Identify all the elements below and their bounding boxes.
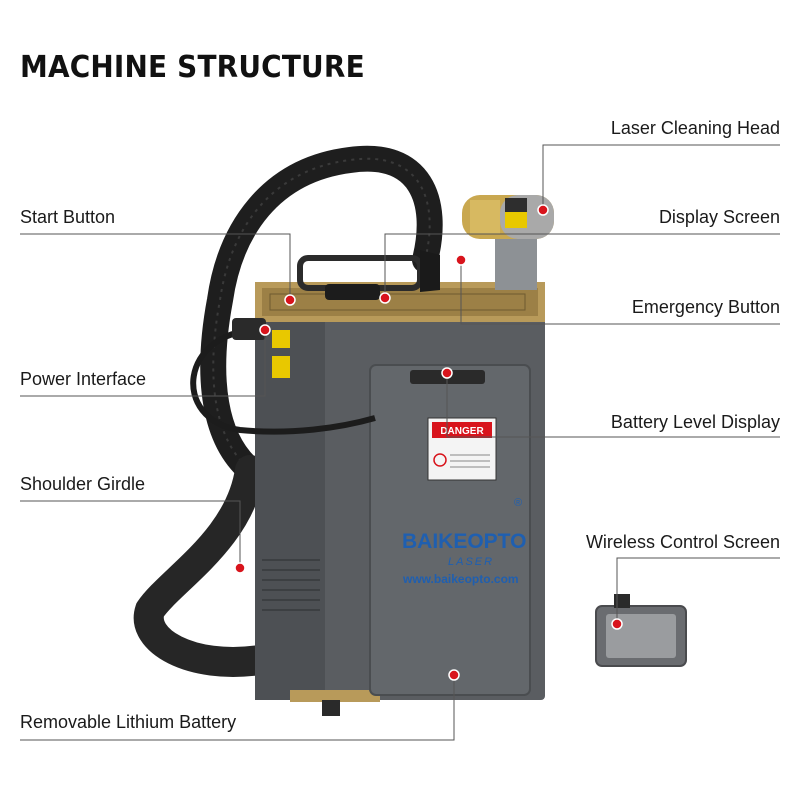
leader-display-screen: [384, 233, 780, 298]
power-cable: [190, 327, 376, 435]
dot-shoulder-girdle: [234, 562, 246, 574]
dot-emergency-button: [455, 254, 467, 266]
label-laser-cleaning-head: Laser Cleaning Head: [610, 118, 780, 138]
dot-laser-cleaning-head: [537, 204, 549, 216]
leader-emergency-button: [460, 260, 780, 325]
label-removable-lithium-battery: Removable Lithium Battery: [20, 712, 237, 732]
laser-cleaning-head: [420, 195, 554, 292]
dot-wireless-control: [611, 618, 623, 630]
leader-power-interface: [20, 330, 266, 397]
website-text: www.baikeopto.com: [402, 572, 519, 586]
callout-dots: [234, 204, 623, 681]
danger-sign-text: DANGER: [440, 426, 484, 437]
brand-sub-text: LASER: [448, 556, 494, 568]
brand-text: BAIKEOPTO: [402, 530, 526, 553]
wireless-controller: [595, 594, 687, 667]
label-battery-level-display: Battery Level Display: [610, 412, 780, 432]
dot-power-interface: [259, 324, 271, 336]
dot-display-screen: [379, 292, 391, 304]
dot-start-button: [284, 294, 296, 306]
page-title: MACHINE STRUCTURE: [20, 50, 365, 85]
leader-removable-battery: [20, 675, 455, 741]
leader-laser-cleaning-head: [542, 144, 780, 210]
label-wireless-control-screen: Wireless Control Screen: [585, 532, 780, 552]
label-power-interface: Power Interface: [20, 369, 147, 389]
dot-battery-level: [441, 367, 453, 379]
label-emergency-button: Emergency Button: [631, 297, 780, 317]
brand-mark: ®: [514, 497, 522, 509]
leader-wireless-control: [616, 557, 780, 624]
label-display-screen: Display Screen: [658, 207, 780, 227]
label-shoulder-girdle: Shoulder Girdle: [20, 474, 146, 494]
leader-start-button: [20, 233, 291, 300]
dot-removable-battery: [448, 669, 460, 681]
battery-pack: DANGER BAIKEOPTO ® LASER www.baikeopto.c…: [369, 364, 531, 696]
label-start-button: Start Button: [20, 207, 116, 227]
leader-shoulder-girdle: [20, 500, 241, 568]
leader-battery-level: [446, 373, 780, 438]
leader-lines: [20, 144, 780, 741]
